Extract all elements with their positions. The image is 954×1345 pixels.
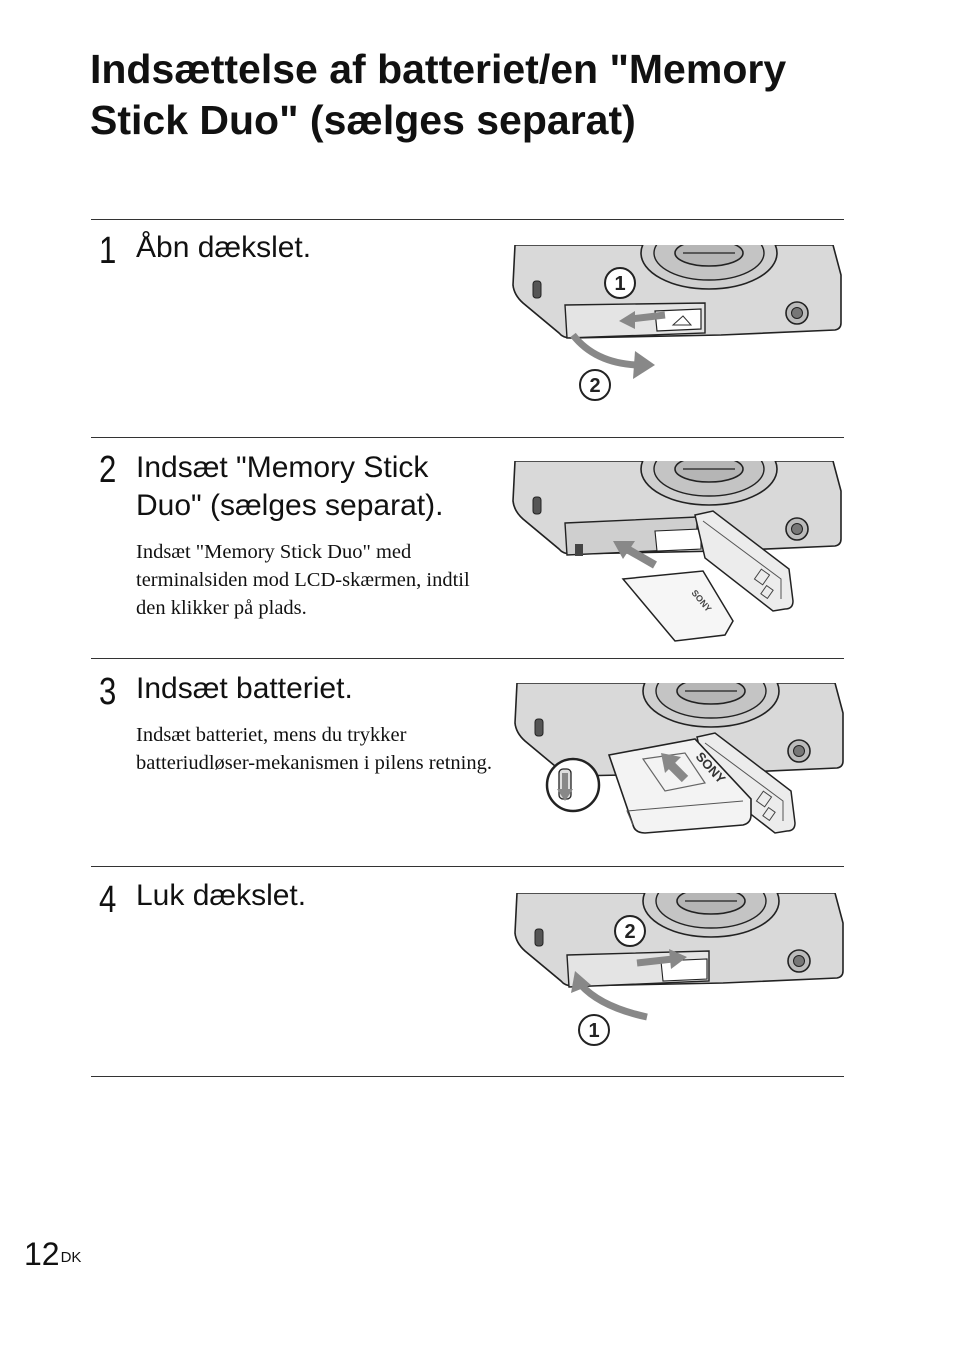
section-divider [91,658,844,659]
step-title: Luk dækslet. [136,879,307,912]
step-title: Indsæt batteriet. [136,672,353,705]
step-title: Åbn dækslet. [136,231,312,264]
marker-label: 1 [588,1020,599,1042]
step-number: 3 [99,671,117,713]
step-description: Indsæt "Memory Stick Duo" med terminalsi… [136,541,470,619]
marker-label: 2 [624,921,635,943]
section-divider [91,219,844,220]
page-number-value: 12 [24,1236,60,1272]
page-title: Indsættelse af batteriet/en "Memory Stic… [90,46,787,143]
marker-1: 1 [604,267,636,299]
open-cover-illustration: 1 2 [512,245,842,401]
page-number: 12DK [24,1235,81,1273]
section-divider [91,437,844,438]
step-number: 1 [99,230,117,272]
marker-2: 2 [579,369,611,401]
section-divider [91,866,844,867]
marker-label: 1 [614,273,625,295]
step-number: 2 [99,449,117,491]
page-number-suffix: DK [60,1249,82,1266]
step-description: Indsæt batteriet, mens du trykker batter… [136,724,492,774]
step-number: 4 [99,879,117,921]
close-cover-illustration: 2 1 [514,893,844,1046]
marker-2: 2 [614,915,646,947]
section-divider [91,1076,844,1077]
insert-battery-illustration: SONY [514,683,844,834]
insert-memory-stick-illustration: SONY [512,461,842,642]
marker-label: 2 [589,375,600,397]
step-title: Indsæt "Memory Stick Duo" (sælges separa… [136,451,444,522]
marker-1: 1 [578,1014,610,1046]
